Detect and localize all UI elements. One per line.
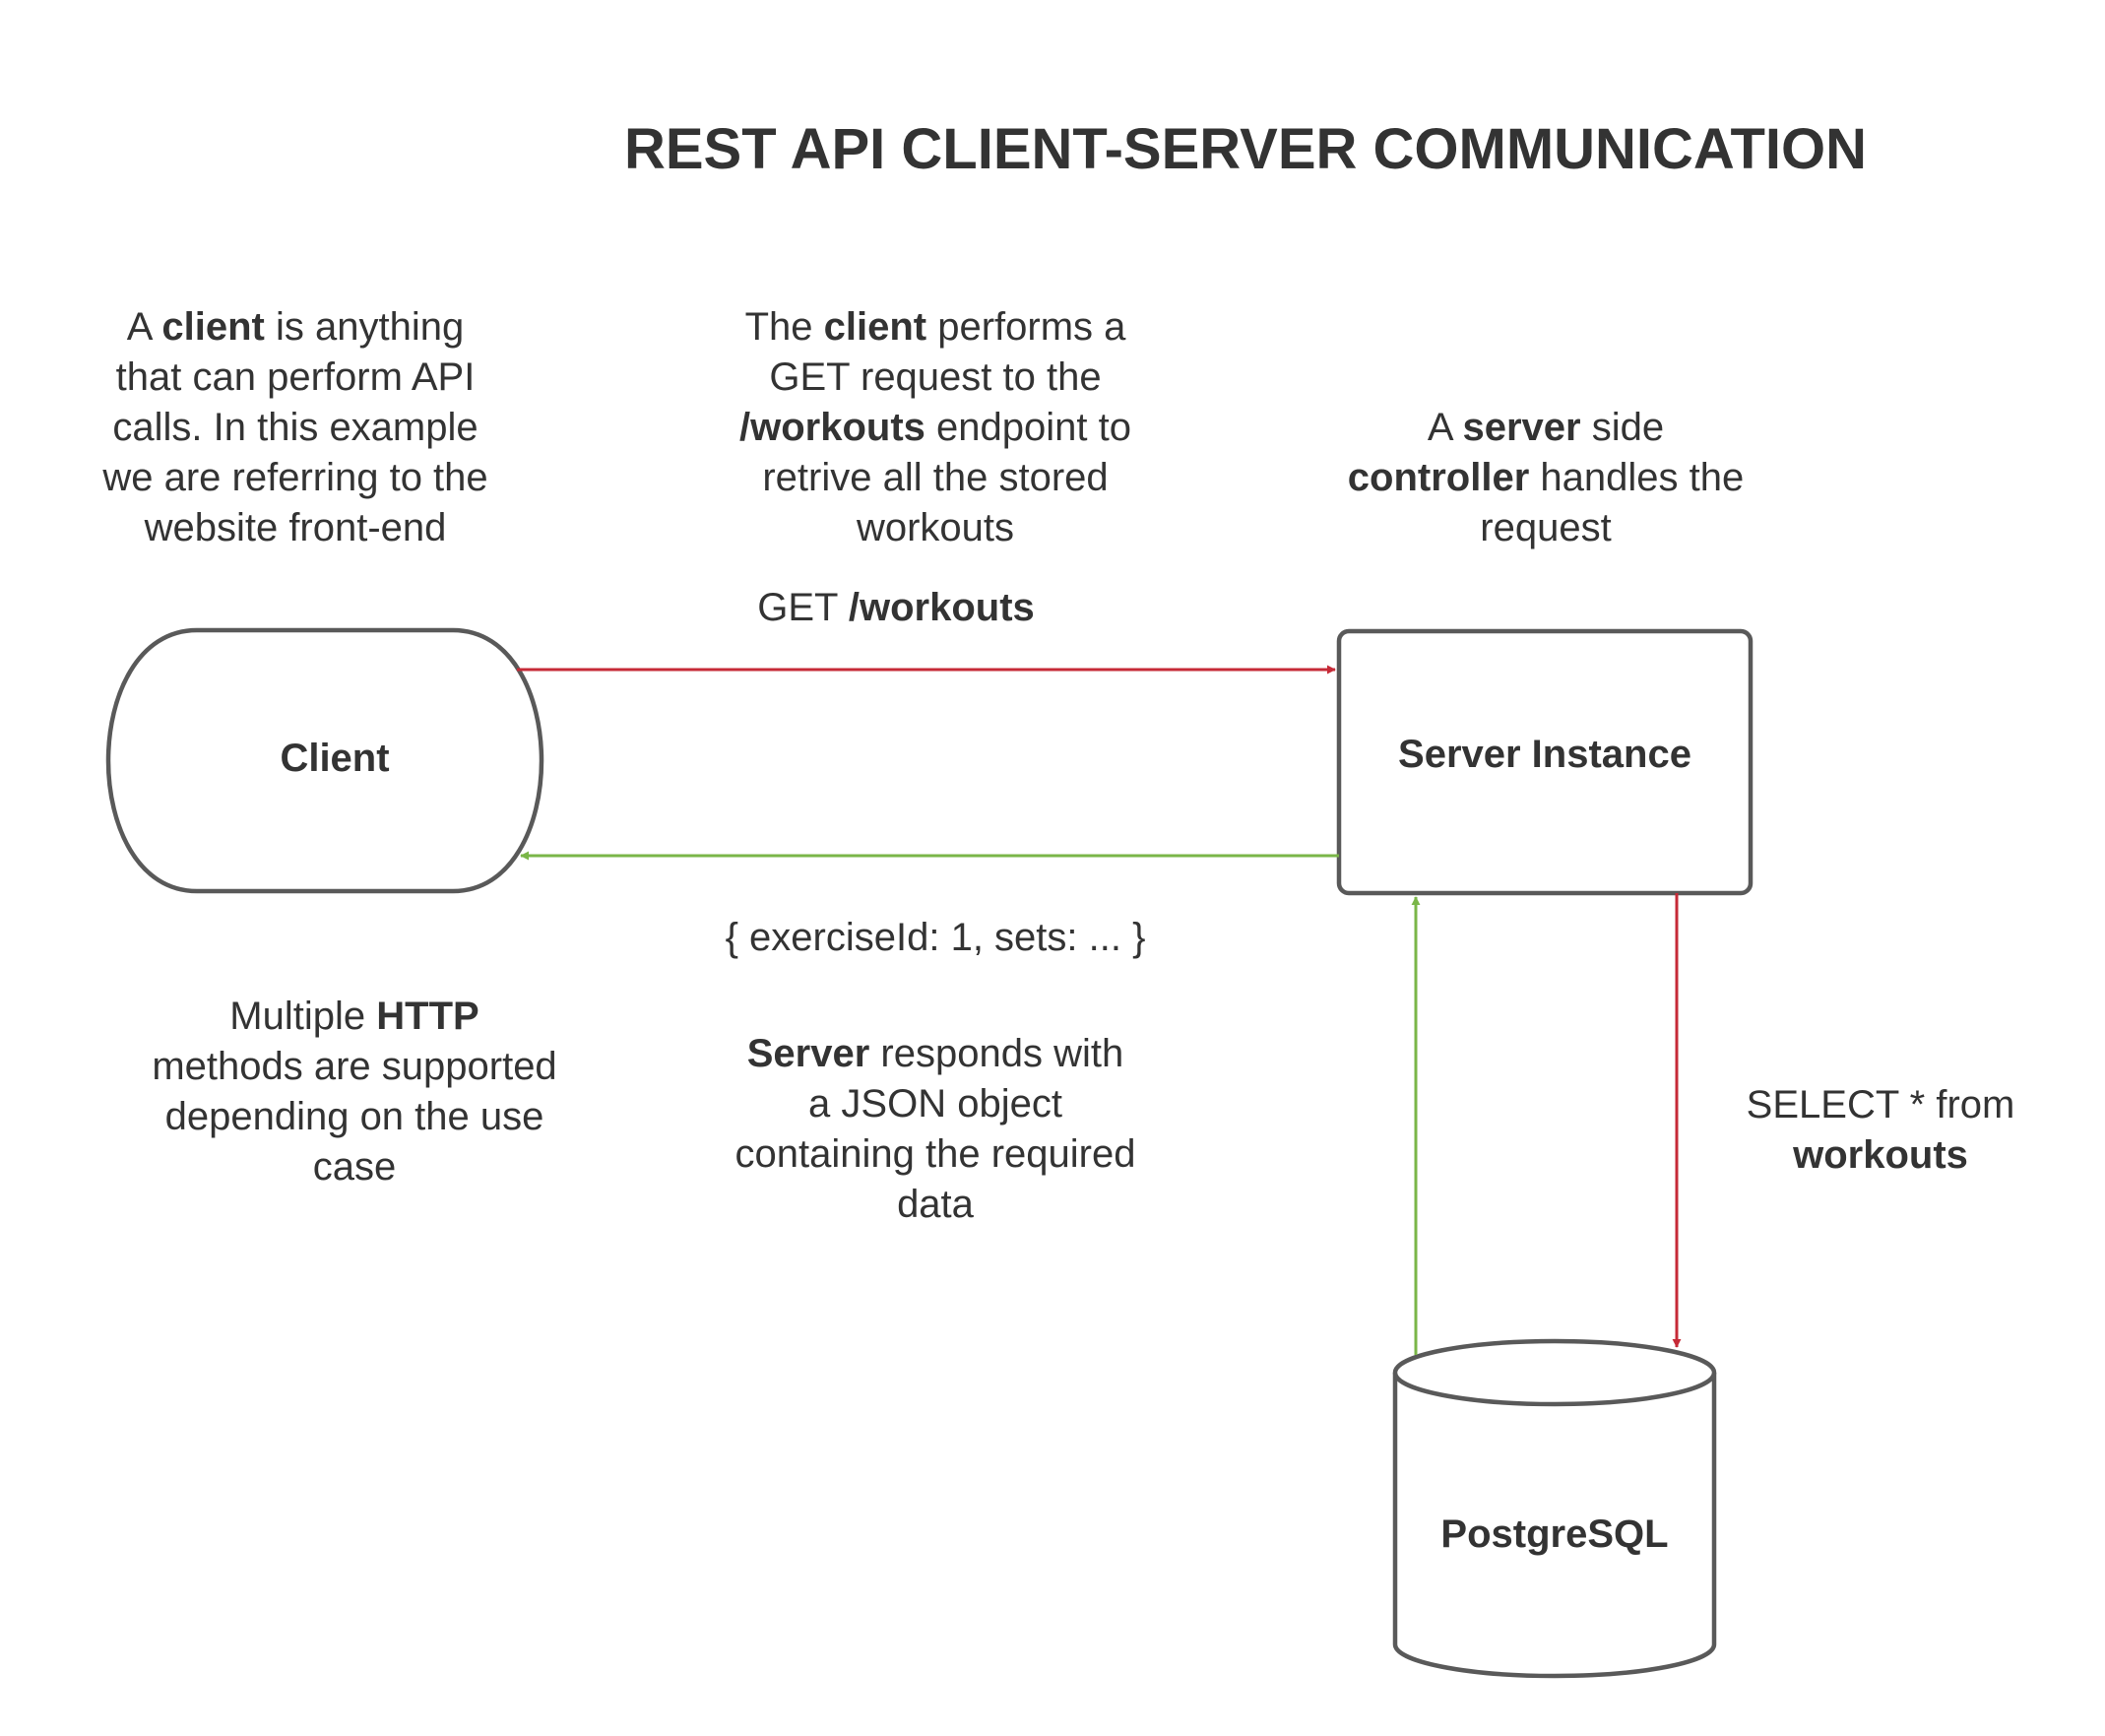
client-node-label: Client [280,737,390,780]
request-description: The client performs a GET request to the… [739,305,1131,549]
query-edge-label: SELECT * from workouts [1746,1083,2015,1177]
server-node-label: Server Instance [1398,733,1691,776]
diagram-title: REST API CLIENT-SERVER COMMUNICATION [623,117,1868,181]
database-node-label: PostgreSQL [1440,1512,1669,1556]
server-node-shape[interactable] [1336,628,1754,896]
server-description: A server side controller handles the req… [1347,406,1745,549]
request-edge-label: GET /workouts [757,586,1035,629]
client-description: A client is anything that can perform AP… [102,305,488,549]
response-description: Server responds with a JSON object conta… [734,1032,1136,1226]
http-methods-description: Multiple HTTP methods are supported depe… [152,995,557,1189]
client-node-shape[interactable] [105,627,544,894]
response-edge-label: { exerciseId: 1, sets: ... } [725,916,1146,959]
database-node-shape[interactable] [1392,1338,1717,1679]
